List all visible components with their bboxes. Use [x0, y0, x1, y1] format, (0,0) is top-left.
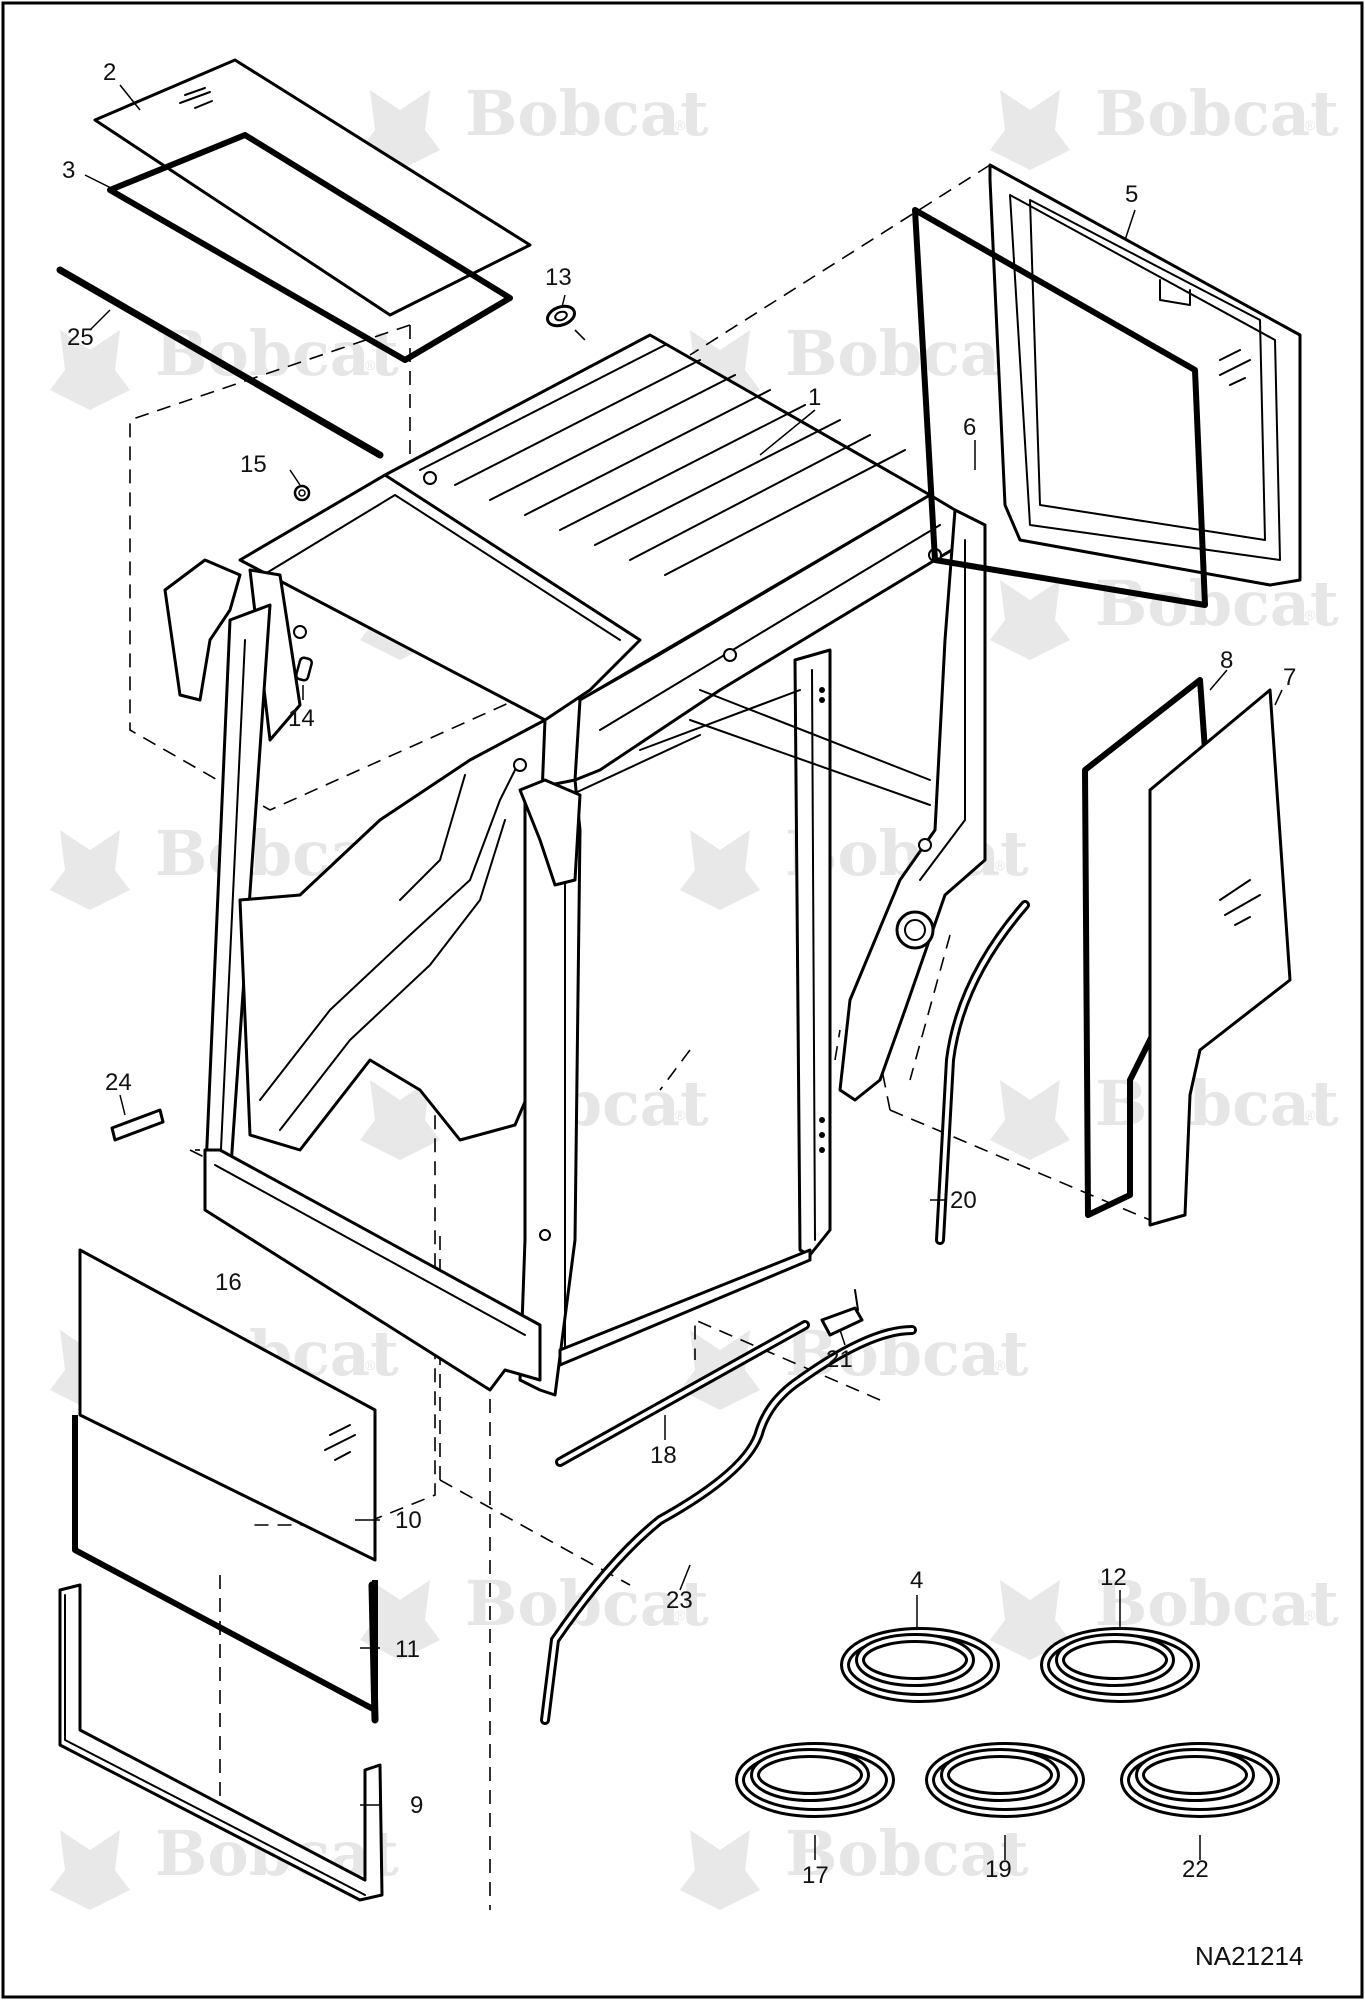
watermark-reg: ® — [675, 117, 686, 133]
part-25-strip — [56, 266, 384, 459]
part-15-nut — [293, 484, 311, 502]
watermark: Bobcat ® — [990, 1067, 1339, 1160]
bobcat-logo-mark — [50, 830, 130, 910]
callout-8: 8 — [1220, 647, 1233, 674]
part-5-rear-window — [988, 163, 1302, 587]
watermark-text: Bobcat — [155, 317, 399, 390]
watermark: Bobcat ® — [50, 317, 399, 410]
callout-7: 7 — [1283, 664, 1296, 691]
part-24-small-strip — [110, 1108, 165, 1142]
part-4-coil — [840, 1627, 1000, 1703]
part-12-coil — [1040, 1627, 1200, 1703]
bobcat-logo-mark — [680, 830, 760, 910]
watermark-reg: ® — [995, 1857, 1006, 1873]
watermark: Bobcat ® — [360, 77, 709, 170]
bobcat-logo-mark — [990, 90, 1070, 170]
bobcat-logo-mark — [990, 580, 1070, 660]
watermark-reg: ® — [1305, 1607, 1316, 1623]
callout-24: 24 — [105, 1069, 132, 1096]
part-14-clip — [295, 656, 313, 682]
watermark-text: Bobcat — [785, 1817, 1029, 1890]
part-11-seal-strip — [368, 1581, 379, 1724]
callout-16: 16 — [215, 1269, 242, 1296]
callout-18: 18 — [650, 1442, 677, 1469]
part-1-cab-frame — [163, 333, 987, 1397]
watermark-reg: ® — [675, 1107, 686, 1123]
watermark-text: Bobcat — [465, 77, 709, 150]
bobcat-logo-mark — [990, 1080, 1070, 1160]
callout-3: 3 — [62, 157, 75, 184]
callout-21: 21 — [826, 1346, 853, 1373]
watermark-reg: ® — [365, 1357, 376, 1373]
bobcat-logo-mark — [50, 330, 130, 410]
watermark-reg: ® — [1305, 117, 1316, 133]
part-18-sill-strip — [555, 1320, 810, 1467]
bobcat-logo-mark — [50, 1830, 130, 1910]
callout-labels: 2 3 25 13 15 14 1 5 6 8 7 24 16 10 11 9 … — [62, 59, 1296, 1889]
watermark-text: Bobcat — [1095, 1067, 1339, 1140]
bobcat-logo-mark — [990, 1580, 1070, 1660]
callout-23: 23 — [666, 1587, 693, 1614]
watermark-reg: ® — [995, 857, 1006, 873]
drawing-id: NA21214 — [1195, 1941, 1303, 1971]
callout-15: 15 — [240, 451, 267, 478]
watermark-reg: ® — [1305, 1107, 1316, 1123]
watermark: Bobcat ® — [990, 77, 1339, 170]
part-22-coil — [1120, 1742, 1280, 1818]
part-21-bracket — [820, 1289, 864, 1337]
callout-1: 1 — [808, 384, 821, 411]
callout-2: 2 — [103, 59, 116, 86]
callout-13: 13 — [545, 264, 572, 291]
callout-11: 11 — [395, 1636, 420, 1663]
part-7-side-glass — [1148, 688, 1292, 1227]
watermark-text: Bobcat — [785, 317, 1029, 390]
bobcat-logo-mark — [680, 1830, 760, 1910]
callout-5: 5 — [1125, 181, 1138, 208]
callout-10: 10 — [395, 1507, 422, 1534]
callout-6: 6 — [963, 414, 976, 441]
part-9-channel-frame — [58, 1583, 384, 1902]
watermark-text: Bobcat — [1095, 77, 1339, 150]
part-13-grommet — [545, 304, 577, 328]
part-3-roof-seal — [107, 132, 513, 363]
callout-22: 22 — [1182, 1856, 1209, 1883]
part-16-front-glass — [78, 1248, 377, 1562]
part-19-coil — [925, 1742, 1085, 1818]
part-2-roof-glass — [93, 58, 532, 317]
part-20-rubber-strip — [935, 900, 1030, 1245]
callout-9: 9 — [410, 1792, 423, 1819]
watermark-reg: ® — [675, 1607, 686, 1623]
part-17-coil — [735, 1742, 895, 1818]
callout-12: 12 — [1100, 1564, 1127, 1591]
callout-25: 25 — [67, 324, 94, 351]
watermark-text: Bobcat — [1095, 567, 1339, 640]
watermark-reg: ® — [365, 357, 376, 373]
callout-4: 4 — [910, 1567, 923, 1594]
callout-17: 17 — [802, 1862, 829, 1889]
watermark: Bobcat ® — [680, 1817, 1029, 1910]
leader-lines — [84, 84, 1283, 1860]
part-23-long-seal — [540, 1325, 917, 1725]
watermark-reg: ® — [995, 1357, 1006, 1373]
callout-19: 19 — [985, 1856, 1012, 1883]
bobcat-logo-mark — [360, 1580, 440, 1660]
callout-14: 14 — [288, 705, 315, 732]
callout-20: 20 — [950, 1187, 977, 1214]
watermark-reg: ® — [1305, 607, 1316, 623]
part-6-rear-seal — [912, 207, 1208, 608]
bobcat-logo-mark — [360, 1080, 440, 1160]
